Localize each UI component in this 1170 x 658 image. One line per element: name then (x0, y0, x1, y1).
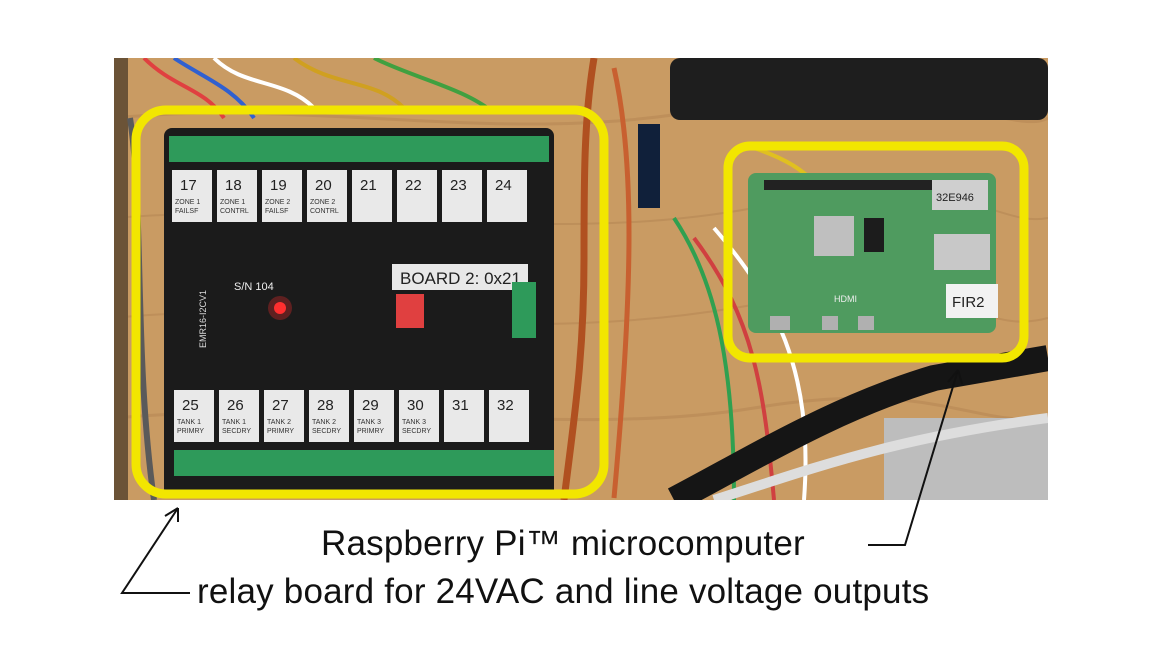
relay (352, 170, 392, 222)
side-terminal (512, 282, 536, 338)
fir-label-bg (946, 284, 998, 318)
relay-sublabel: FAILSF (175, 208, 198, 215)
ribbon-connector (638, 124, 660, 208)
raspberry-pi-board (748, 173, 996, 333)
relay-sublabel: PRIMRY (357, 428, 384, 435)
relay (354, 390, 394, 442)
relay-number: 20 (315, 177, 332, 194)
pi-highlight (723, 141, 1029, 363)
cable-bundle (667, 345, 1048, 500)
left-edge (114, 58, 128, 500)
relay-sublabel: ZONE 2 (265, 199, 290, 206)
relay-number: 18 (225, 177, 242, 194)
relay (172, 170, 212, 222)
relay-sublabel: TANK 1 (222, 419, 246, 426)
relay-number: 31 (452, 397, 469, 414)
relay-number: 28 (317, 397, 334, 414)
relay (444, 390, 484, 442)
relay (262, 170, 302, 222)
relay-number: 29 (362, 397, 379, 414)
status-led (274, 302, 286, 314)
relay (217, 170, 257, 222)
relay (397, 170, 437, 222)
hdmi-label: HDMI (834, 294, 857, 304)
relay-number: 21 (360, 177, 377, 194)
bottom-terminals (174, 450, 554, 476)
pi-arrowhead (947, 369, 963, 385)
relay-number: 19 (270, 177, 287, 194)
relay-sublabel: CONTRL (220, 208, 249, 215)
relay-number: 27 (272, 397, 289, 414)
relay-callout-line (120, 507, 190, 594)
caption-relay-board: relay board for 24VAC and line voltage o… (197, 572, 930, 611)
relay (489, 390, 529, 442)
relay-sublabel: TANK 2 (267, 419, 291, 426)
relay-number: 24 (495, 177, 512, 194)
relay-sublabel: ZONE 2 (310, 199, 335, 206)
relay-sublabel: TANK 3 (402, 419, 426, 426)
caption-raspberry-pi: Raspberry Pi™ microcomputer (321, 524, 805, 563)
relay-sublabel: SECDRY (402, 428, 431, 435)
relay (264, 390, 304, 442)
board-label: BOARD 2: 0x21 (400, 269, 521, 288)
serial-number: S/N 104 (234, 281, 274, 293)
relay (442, 170, 482, 222)
board-label-bg (392, 264, 528, 290)
relay (309, 390, 349, 442)
relay-number: 23 (450, 177, 467, 194)
relay-sublabel: FAILSF (265, 208, 288, 215)
chip-label: 32E946 (936, 192, 974, 204)
relay-sublabel: PRIMRY (177, 428, 204, 435)
cpu-chip (814, 216, 854, 256)
relay-sublabel: PRIMRY (267, 428, 294, 435)
gpio-header (764, 180, 944, 190)
relay (219, 390, 259, 442)
relay-number: 32 (497, 397, 514, 414)
relay (487, 170, 527, 222)
relay-sublabel: SECDRY (222, 428, 251, 435)
relay (174, 390, 214, 442)
relay-sublabel: ZONE 1 (220, 199, 245, 206)
relay-sublabel: TANK 2 (312, 419, 336, 426)
relay-arrowhead (164, 507, 179, 522)
relay (399, 390, 439, 442)
usb-port (934, 234, 990, 270)
white-cable (712, 413, 1048, 500)
relay-number: 26 (227, 397, 244, 414)
relay-sublabel: TANK 1 (177, 419, 201, 426)
pi-callout-line (868, 369, 959, 546)
dip-switch (396, 294, 424, 328)
fir-label: FIR2 (952, 294, 985, 311)
relay-number: 22 (405, 177, 422, 194)
relay-sublabel: SECDRY (312, 428, 341, 435)
top-terminals (169, 136, 549, 162)
relay-sublabel: ZONE 1 (175, 199, 200, 206)
relay-number: 25 (182, 397, 199, 414)
black-enclosure (670, 58, 1048, 120)
board-model: EMR16-I2CV1 (198, 290, 208, 348)
relay (307, 170, 347, 222)
relay-board-highlight (131, 105, 609, 499)
relay-sublabel: TANK 3 (357, 419, 381, 426)
relay-number: 30 (407, 397, 424, 414)
relay-sublabel: CONTRL (310, 208, 339, 215)
ethernet-port (932, 180, 988, 210)
relay-number: 17 (180, 177, 197, 194)
